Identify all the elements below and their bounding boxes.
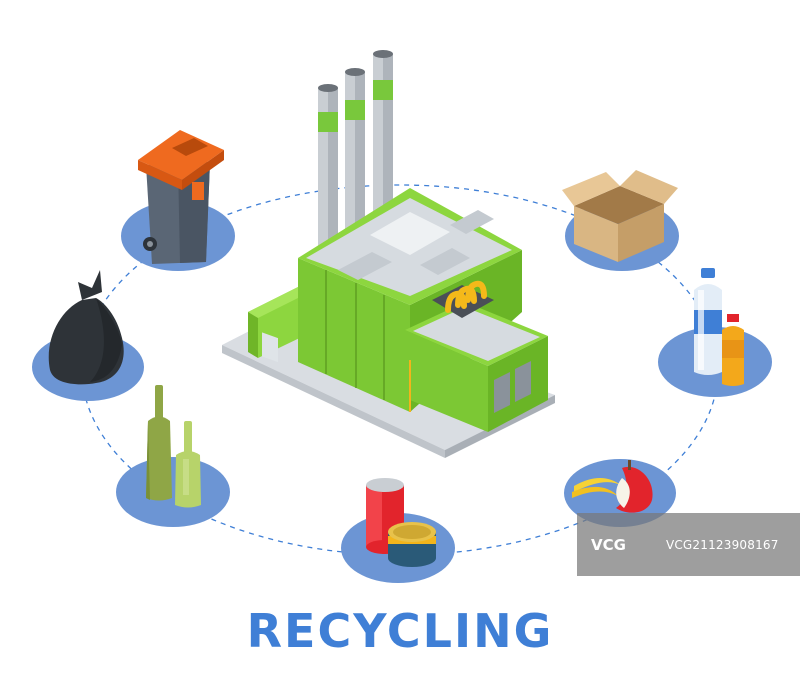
plastic-bottle-icon — [694, 268, 744, 386]
tin-can-icon — [366, 478, 436, 567]
roof-pipes — [432, 280, 494, 318]
chimney — [318, 50, 393, 248]
cardboard-box-icon — [562, 170, 678, 262]
garbage-bag-icon — [48, 270, 124, 385]
page-title: RECYCLING — [246, 604, 554, 658]
recycling-factory — [222, 50, 555, 458]
watermark-logo: VCG — [591, 535, 626, 554]
watermark-id: VCG21123908167 — [665, 537, 779, 552]
watermark: VCG VCG21123908167 — [577, 513, 800, 576]
glass-base-circle — [116, 457, 230, 527]
organic-waste-icon — [572, 460, 653, 513]
trash-bin-icon — [138, 130, 224, 264]
glass-bottle-icon — [146, 385, 201, 508]
